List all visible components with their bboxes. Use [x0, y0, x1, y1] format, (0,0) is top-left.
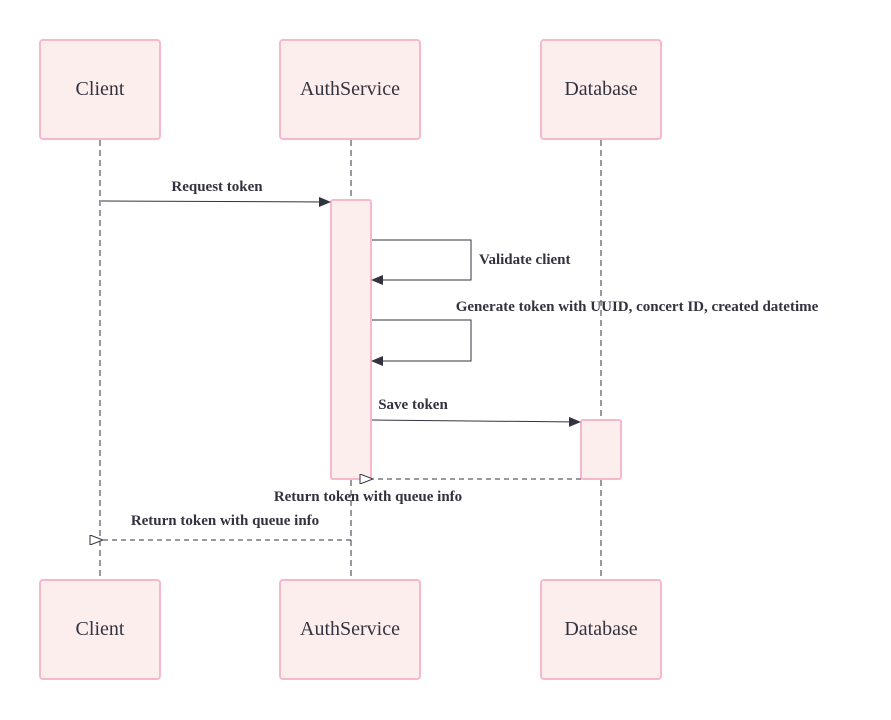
message-request-token: Request token — [100, 179, 331, 207]
actor-label: Database — [564, 78, 637, 100]
actor-database-bottom: Database — [540, 579, 662, 680]
actor-label: Client — [76, 618, 125, 640]
message-generate-token: Generate token with UUID, concert ID, cr… — [371, 299, 819, 366]
activation-authservice — [330, 199, 372, 480]
actor-client-top: Client — [39, 39, 161, 140]
actor-label: Client — [76, 78, 125, 100]
actor-database-top: Database — [540, 39, 662, 140]
message-label: Return token with queue info — [274, 489, 462, 505]
message-label: Return token with queue info — [131, 513, 319, 529]
message-save-token: Save token — [371, 397, 581, 427]
message-return-token-client: Return token with queue info — [102, 513, 351, 540]
actor-authservice-top: AuthService — [279, 39, 421, 140]
message-label: Generate token with UUID, concert ID, cr… — [456, 299, 819, 315]
message-label: Validate client — [479, 252, 571, 268]
actor-client-bottom: Client — [39, 579, 161, 680]
activation-database — [580, 419, 622, 480]
message-return-token-db: Return token with queue info — [274, 479, 581, 505]
actor-label: Database — [564, 618, 637, 640]
message-label: Save token — [378, 397, 448, 413]
message-validate-client: Validate client — [371, 239, 571, 285]
actor-authservice-bottom: AuthService — [279, 579, 421, 680]
message-label: Request token — [171, 179, 263, 195]
actor-label: AuthService — [300, 78, 400, 100]
actor-label: AuthService — [300, 618, 400, 640]
